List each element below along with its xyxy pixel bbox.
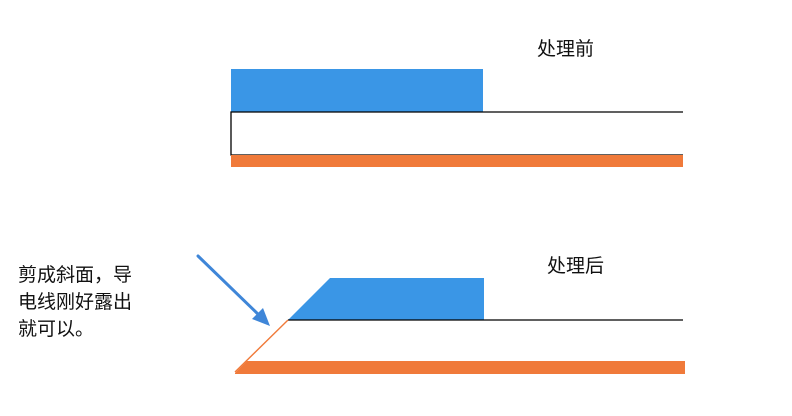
after-conductor-block — [288, 278, 484, 320]
before-insulation-layer — [230, 111, 683, 156]
before-title: 处理前 — [537, 38, 595, 60]
arrow-shaft — [196, 254, 264, 320]
after-base-strip — [235, 361, 685, 374]
annotation-line-3: 就可以。 — [18, 318, 95, 340]
before-conductor-block — [231, 69, 483, 112]
after-bevel-edge — [234, 319, 289, 373]
pointer-arrow — [196, 254, 270, 326]
before-assembly — [230, 69, 683, 167]
annotation-text: 剪成斜面，导 电线刚好露出 就可以。 — [18, 262, 198, 343]
annotation-line-1: 剪成斜面，导 — [18, 264, 133, 286]
before-base-strip — [231, 155, 683, 167]
after-title: 处理后 — [547, 255, 605, 277]
arrow-head — [252, 308, 270, 326]
after-assembly — [234, 278, 685, 374]
after-insulation-layer — [235, 320, 683, 373]
annotation-line-2: 电线刚好露出 — [18, 291, 133, 313]
